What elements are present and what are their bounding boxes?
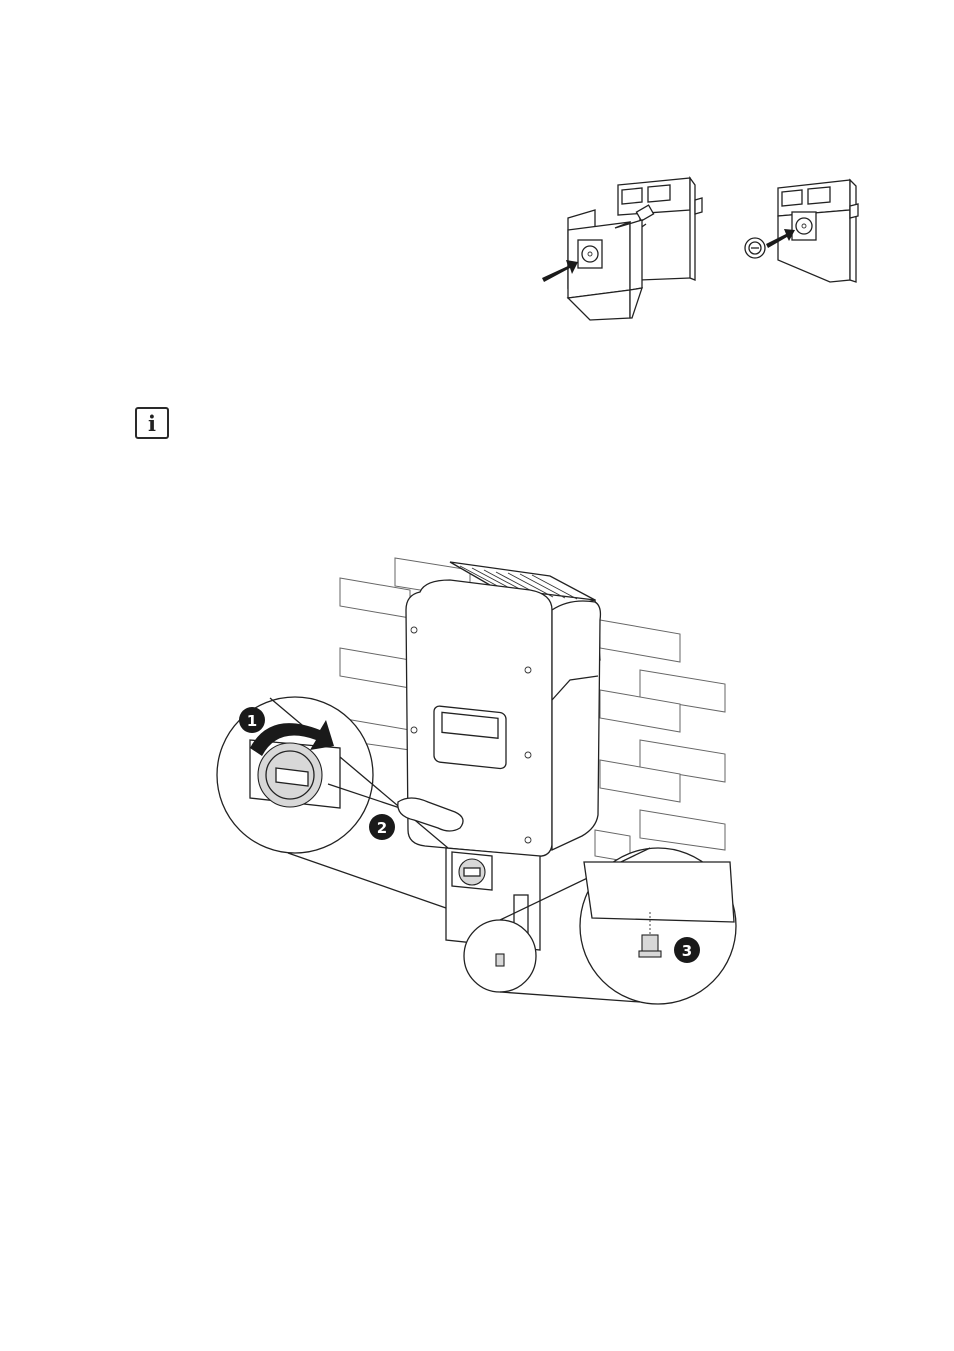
- inverter-body: [405, 579, 602, 857]
- step-marker-1-label: 1: [247, 712, 257, 730]
- left-housing-front: [566, 209, 643, 321]
- connector-panel-illustration: [542, 175, 859, 321]
- detail-magnifier-switch: [216, 696, 464, 909]
- info-glyph: i: [148, 410, 156, 436]
- step-marker-3: 3: [674, 937, 700, 963]
- sealing-cap: [744, 237, 766, 259]
- step-marker-2: 2: [369, 814, 395, 840]
- step-marker-3-label: 3: [682, 942, 692, 960]
- right-housing: [777, 178, 859, 283]
- step-marker-1: 1: [239, 707, 265, 733]
- insert-arrow-right: [766, 229, 795, 248]
- detail-magnifier-screw: [463, 847, 737, 1005]
- insert-arrow-left: [542, 260, 578, 282]
- inverter-mounting-illustration: 1 2 3: [216, 557, 737, 1005]
- step-marker-2-label: 2: [377, 819, 387, 837]
- info-icon: i: [135, 407, 169, 439]
